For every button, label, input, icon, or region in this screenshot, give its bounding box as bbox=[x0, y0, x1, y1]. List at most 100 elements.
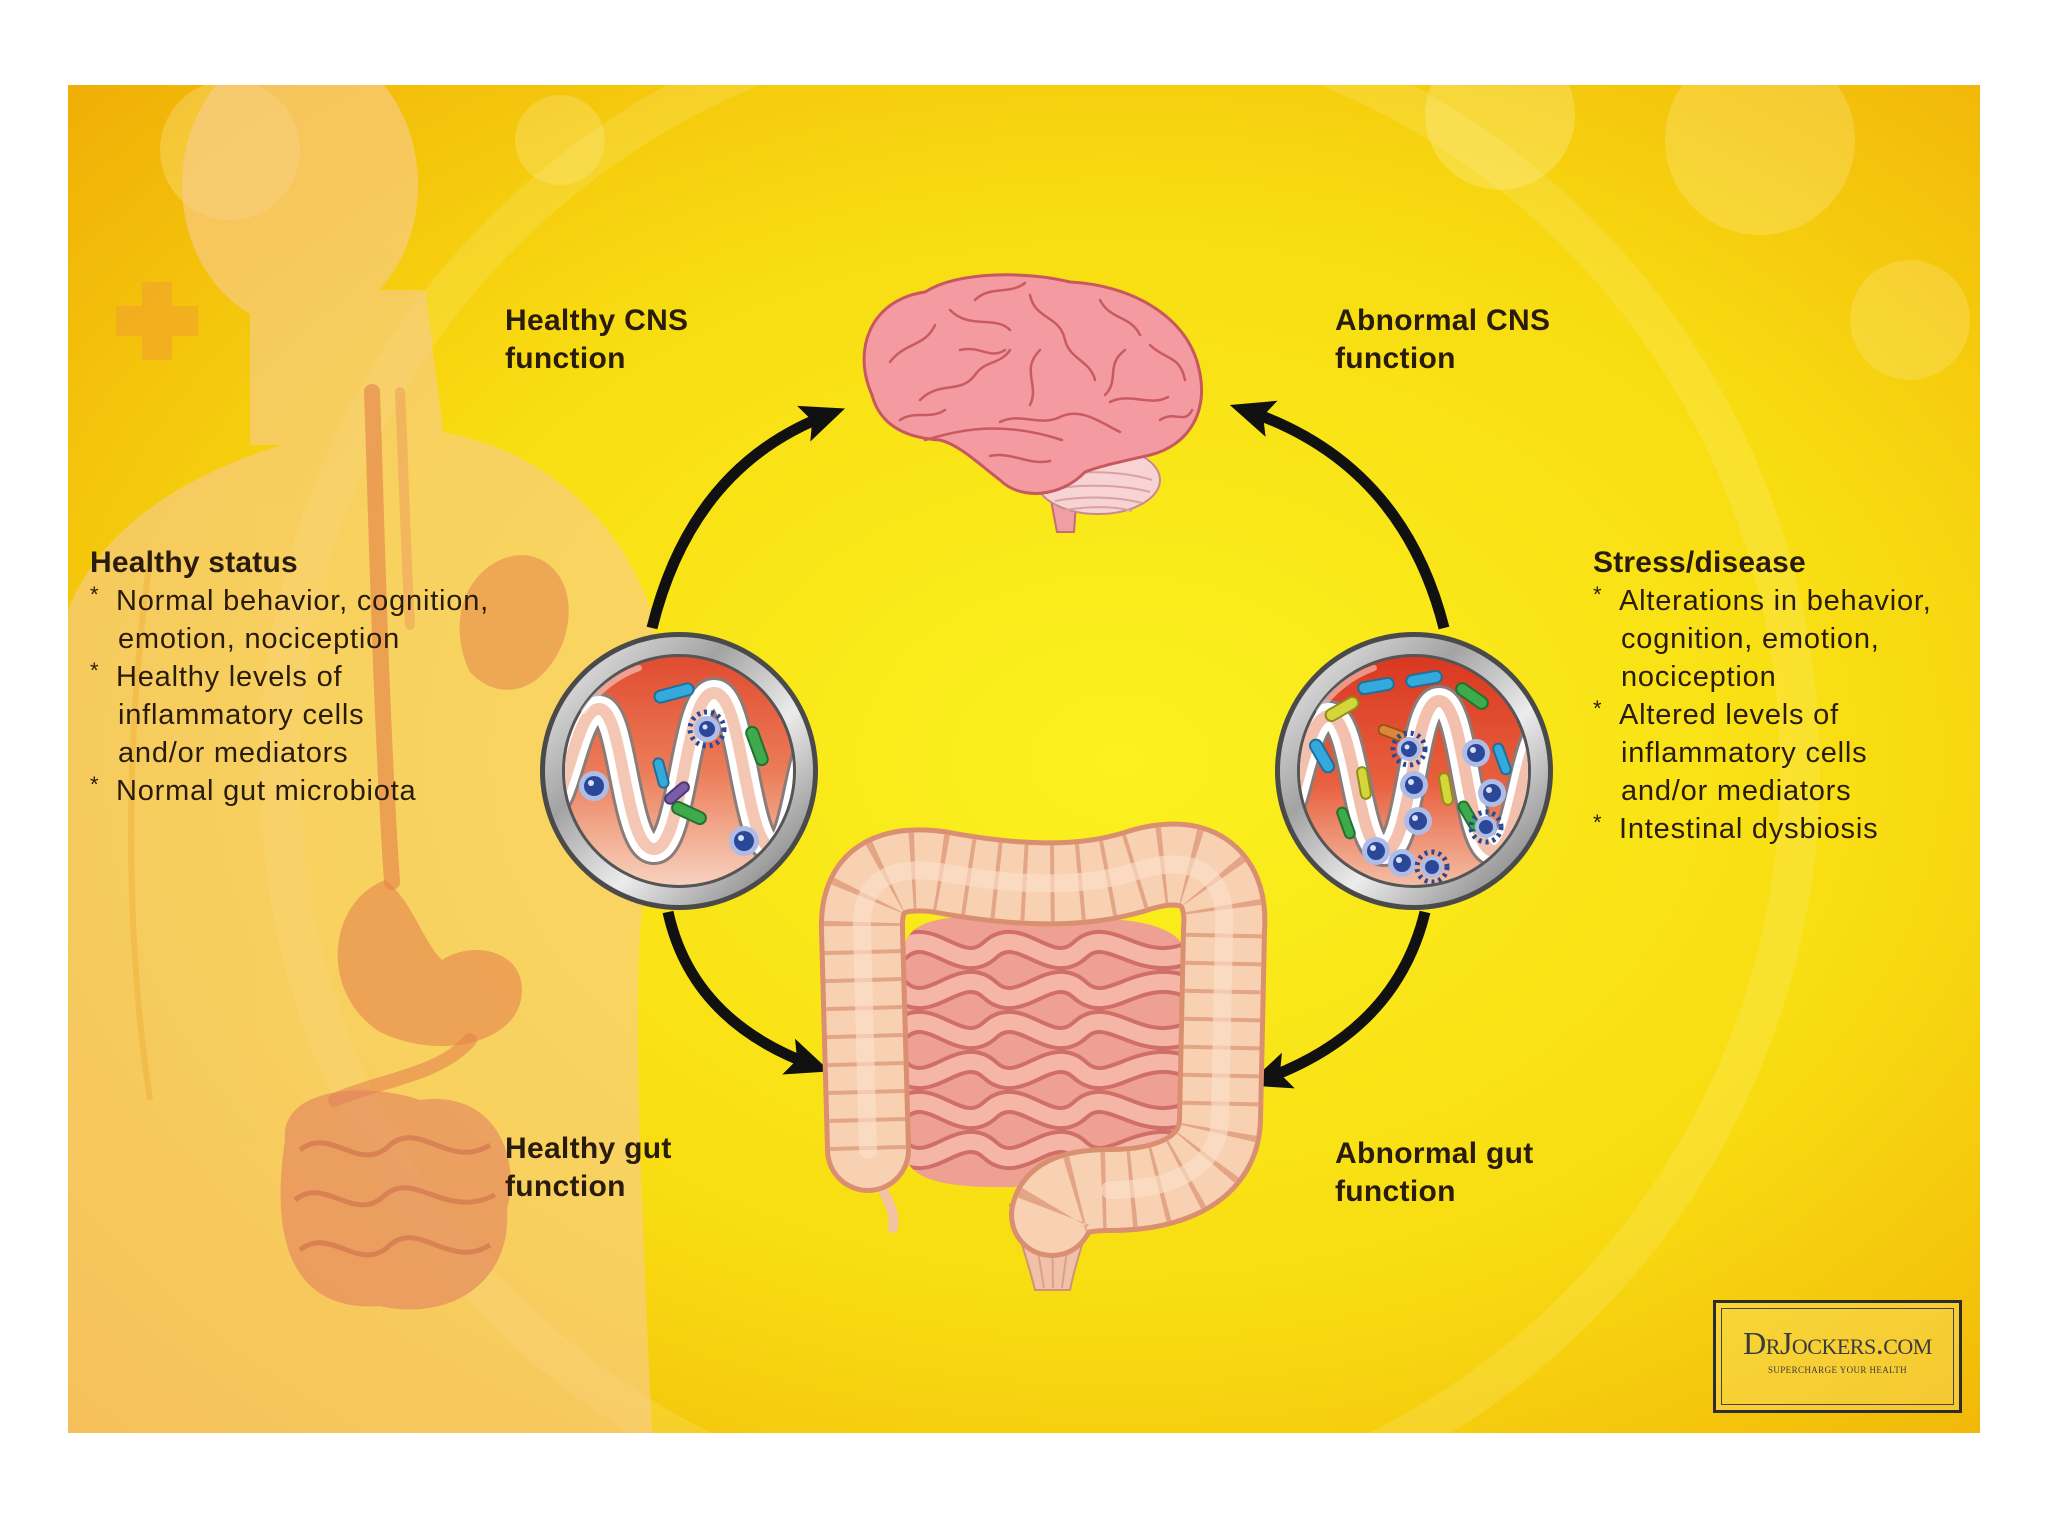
item-text: inflammatory cells bbox=[118, 699, 365, 731]
bokeh-light bbox=[1665, 85, 1855, 235]
immune-cell bbox=[1404, 807, 1432, 835]
bacterium bbox=[1455, 682, 1489, 710]
arrow-healthy-to-gut bbox=[662, 910, 831, 1075]
bacterium bbox=[1492, 742, 1512, 776]
esophagus bbox=[364, 384, 400, 890]
immune-cell bbox=[1388, 849, 1416, 877]
item-text: Normal gut microbiota bbox=[116, 775, 417, 807]
background-decor bbox=[68, 85, 1970, 1433]
healthy-gut-label-line2: function bbox=[505, 1170, 626, 1203]
healthy-gut-lining bbox=[565, 657, 793, 885]
bacterium bbox=[1336, 806, 1356, 840]
immune-cell bbox=[1478, 779, 1506, 807]
healthy-gut-label-line1: Healthy gut bbox=[505, 1132, 672, 1165]
immune-cell bbox=[1362, 837, 1390, 865]
large-intestine bbox=[818, 821, 1268, 1258]
bacterium bbox=[652, 757, 670, 789]
stress-disease-item: * Alterations in behavior, cognition, emo… bbox=[1593, 582, 1932, 696]
abnormal-gut-function-label: Abnormal gut function bbox=[1335, 1135, 1534, 1211]
bacterium bbox=[1356, 766, 1372, 800]
abnormal-gut-lining-lens bbox=[1275, 632, 1553, 910]
stress-disease-item: * Intestinal dysbiosis bbox=[1593, 810, 1932, 848]
silhouette-arm bbox=[128, 559, 153, 1101]
immune-cell bbox=[579, 771, 609, 801]
bacterium bbox=[664, 781, 690, 805]
healthy-status-block: Healthy status * Normal behavior, cogniti… bbox=[90, 544, 489, 810]
healthy-cns-label-line2: function bbox=[505, 342, 626, 375]
logo-tagline: SUPERCHARGE YOUR HEALTH bbox=[1767, 1365, 1908, 1375]
stomach bbox=[337, 880, 522, 1047]
brain-gyri bbox=[888, 281, 1194, 464]
abnormal-gut-label-line2: function bbox=[1335, 1175, 1456, 1208]
abnormal-cns-function-label: Abnormal CNS function bbox=[1335, 302, 1550, 378]
item-text: inflammatory cells bbox=[1621, 737, 1868, 769]
trachea bbox=[395, 387, 415, 630]
item-text: emotion, nociception bbox=[118, 623, 400, 655]
healthy-status-title: Healthy status bbox=[90, 546, 298, 579]
silhouette-neck bbox=[250, 290, 445, 445]
item-text: Healthy levels of bbox=[116, 661, 343, 693]
bullet: * bbox=[1593, 696, 1603, 721]
medical-cross-icon bbox=[116, 282, 198, 360]
healthy-status-item: * Normal behavior, cognition, emotion, no… bbox=[90, 582, 489, 658]
logo-name: DrJockers.com bbox=[1743, 1325, 1932, 1361]
bacterium bbox=[653, 682, 695, 704]
item-text: nociception bbox=[1621, 661, 1777, 693]
immune-cell bbox=[1462, 739, 1490, 767]
immune-cell bbox=[687, 709, 727, 749]
item-text: cognition, emotion, bbox=[1621, 623, 1880, 655]
healthy-status-item: * Healthy levels of inflammatory cells an… bbox=[90, 658, 489, 772]
bokeh-light bbox=[1850, 260, 1970, 380]
silhouette-organs bbox=[280, 384, 569, 1310]
item-text: Altered levels of bbox=[1619, 699, 1839, 731]
bokeh-light bbox=[1425, 85, 1575, 190]
lens-highlight bbox=[1316, 665, 1377, 714]
arrow-stress-to-brain bbox=[1229, 400, 1450, 630]
immune-cell bbox=[1390, 730, 1428, 768]
item-text: Alterations in behavior, bbox=[1619, 585, 1932, 617]
healthy-gut-lining-lens bbox=[540, 632, 818, 910]
logo-frame bbox=[1721, 1308, 1954, 1405]
lens-highlight bbox=[581, 665, 642, 714]
immune-cell bbox=[1414, 849, 1450, 885]
bullet: * bbox=[90, 772, 100, 797]
abnormal-gut-label-line1: Abnormal gut bbox=[1335, 1137, 1534, 1170]
item-text: Intestinal dysbiosis bbox=[1619, 813, 1879, 845]
silhouette-head bbox=[182, 85, 418, 327]
bullet: * bbox=[90, 658, 100, 683]
bacterium bbox=[671, 800, 707, 826]
drjockers-logo: DrJockers.com SUPERCHARGE YOUR HEALTH bbox=[1713, 1300, 1962, 1413]
item-text: and/or mediators bbox=[1621, 775, 1852, 807]
silhouette-intestine-coil bbox=[293, 1185, 497, 1208]
item-text: Normal behavior, cognition, bbox=[116, 585, 490, 617]
immune-cell bbox=[729, 826, 759, 856]
stress-disease-title: Stress/disease bbox=[1593, 546, 1806, 579]
healthy-cns-label-line1: Healthy CNS bbox=[505, 304, 689, 337]
immune-cell bbox=[1468, 809, 1504, 845]
bacterium bbox=[1438, 772, 1454, 806]
heart bbox=[459, 555, 569, 690]
bacterium bbox=[1324, 696, 1360, 722]
arrow-healthy-gut-to-brain bbox=[646, 405, 846, 630]
abnormal-cns-label-line2: function bbox=[1335, 342, 1456, 375]
bacterium bbox=[745, 725, 769, 767]
item-text: and/or mediators bbox=[118, 737, 349, 769]
immune-cell bbox=[1400, 771, 1428, 799]
silhouette-intestine-coil bbox=[298, 1135, 492, 1158]
bacterium bbox=[1309, 738, 1335, 774]
healthy-cns-function-label: Healthy CNS function bbox=[505, 302, 688, 378]
bokeh-light bbox=[515, 95, 605, 185]
stress-disease-item: * Altered levels of inflammatory cells an… bbox=[1593, 696, 1932, 810]
bullet: * bbox=[90, 582, 100, 607]
healthy-status-item: * Normal gut microbiota bbox=[90, 772, 489, 810]
arrow-stress-to-gut bbox=[1246, 910, 1431, 1089]
intestine-illustration bbox=[818, 821, 1268, 1291]
brain-illustration bbox=[862, 273, 1203, 533]
healthy-gut-function-label: Healthy gut function bbox=[505, 1130, 672, 1206]
stress-disease-block: Stress/disease * Alterations in behavior,… bbox=[1593, 544, 1932, 848]
cycle-arrows bbox=[646, 400, 1450, 1089]
bullet: * bbox=[1593, 582, 1603, 607]
bullet: * bbox=[1593, 810, 1603, 835]
